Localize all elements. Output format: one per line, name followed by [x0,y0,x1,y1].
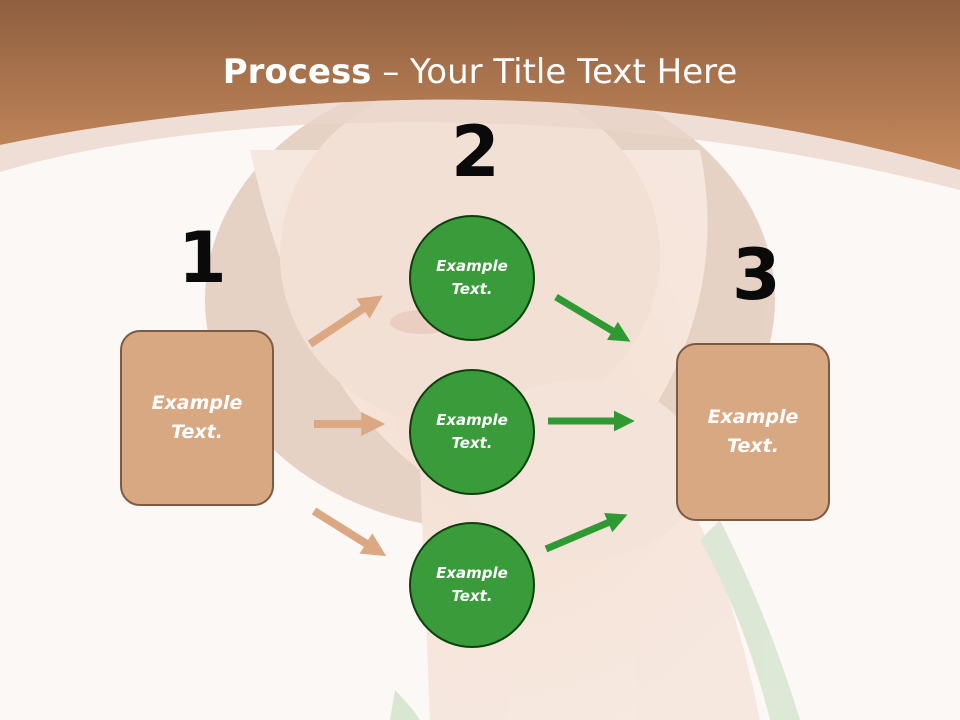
step-2-number: 2 [451,111,500,193]
step-2-circle-1-text: Example Text. [436,257,508,298]
step-1-text: Example Text. [151,392,243,443]
arrow-circle-3-to-3 [544,512,628,553]
step-3-text: Example Text. [707,406,799,457]
step-1-number: 1 [178,217,227,299]
step-2-circle-3-text: Example Text. [436,564,508,605]
step-1-box: Example Text. [120,330,274,506]
step-3-box: Example Text. [676,343,830,521]
slide-title: Process – Your Title Text Here [0,52,960,92]
arrow-1-to-circle-1 [307,295,383,348]
title-rest: – Your Title Text Here [371,52,738,92]
step-2-circle-2-text: Example Text. [436,411,508,452]
step-3-number: 3 [732,234,781,316]
arrow-circle-1-to-3 [554,293,631,342]
arrow-1-to-circle-3 [311,507,387,557]
step-2-circle-2: Example Text. [409,369,535,495]
title-bold: Process [222,52,372,92]
step-2-circle-3: Example Text. [409,522,535,648]
step-2-circle-1: Example Text. [409,215,535,341]
